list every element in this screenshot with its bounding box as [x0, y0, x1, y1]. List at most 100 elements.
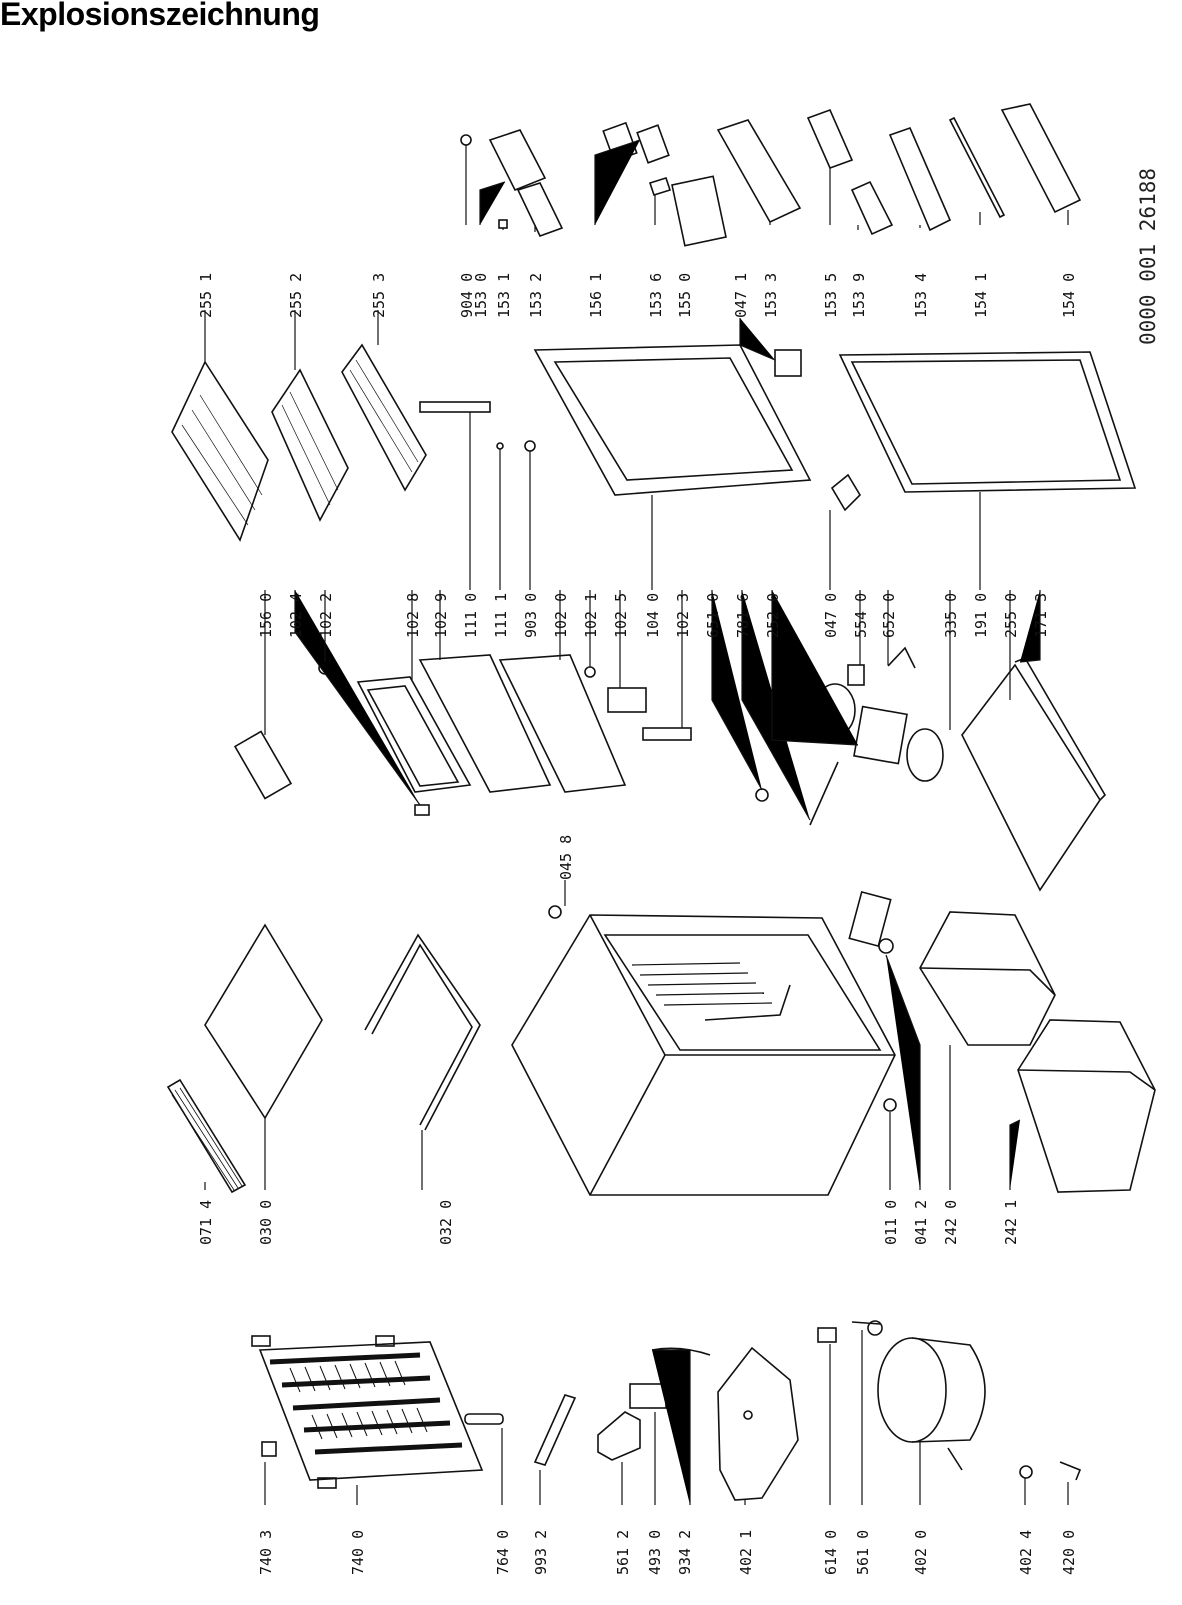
part-153-9-drawing — [850, 180, 894, 236]
part-904-0-drawing — [460, 134, 472, 146]
part-155-0-drawing — [671, 175, 727, 247]
part-label: 153 1 — [495, 273, 513, 318]
part-402-4-drawing — [1019, 1465, 1033, 1479]
part-label: 102 3 — [674, 593, 692, 638]
part-102-9-drawing — [418, 654, 552, 793]
cabinet-drawing — [511, 914, 897, 1196]
part-554-0-switch-drawing — [847, 664, 865, 686]
part-label: 154 1 — [972, 273, 990, 318]
part-label: 255 2 — [287, 273, 305, 318]
shelves-drawing — [171, 343, 427, 542]
part-111-1-drawing — [496, 442, 504, 450]
part-781-6-drawing — [809, 761, 839, 826]
part-label: 402 0 — [912, 1530, 930, 1575]
part-154-0-drawing — [1000, 103, 1082, 214]
part-label: 335 0 — [942, 593, 960, 638]
part-labels: 740 3 740 0 764 0 993 2 561 2 493 0 934 … — [197, 168, 1160, 1575]
part-153-2-drawing — [516, 182, 564, 237]
part-label: 102 5 — [612, 593, 630, 638]
part-label: 554 0 — [852, 593, 870, 638]
part-041-2-drawing — [848, 890, 892, 948]
part-label: 032 0 — [437, 1200, 455, 1245]
part-153-6-drawing — [648, 177, 672, 196]
part-label: 111 1 — [492, 593, 510, 638]
part-label: 102 1 — [582, 593, 600, 638]
part-764-0-drawing — [464, 1413, 504, 1425]
part-032-0-drawing — [364, 933, 481, 1131]
part-156-1-lid-drawing — [636, 124, 670, 164]
part-label: 402 1 — [737, 1530, 755, 1575]
part-label: 047 1 — [732, 273, 750, 318]
part-label: 153 4 — [912, 273, 930, 318]
part-label: 153 0 — [472, 273, 490, 318]
part-102-3-drawing — [642, 727, 692, 741]
part-label: 561 2 — [614, 1530, 632, 1575]
part-740-3-drawing — [261, 1441, 277, 1457]
part-label: 102 8 — [404, 593, 422, 638]
part-label: 102 4 — [287, 593, 305, 638]
part-154-1-drawing — [948, 116, 1006, 219]
part-label: 047 0 — [822, 593, 840, 638]
part-label: 102 0 — [552, 593, 570, 638]
part-102-5-drawing — [607, 687, 647, 713]
part-045-8-drawing — [548, 905, 562, 919]
part-903-0-drawing — [524, 440, 536, 452]
part-label: 242 1 — [1002, 1200, 1020, 1245]
part-label: 561 0 — [854, 1530, 872, 1575]
part-993-2-drawing — [533, 1394, 577, 1466]
part-label: 493 0 — [646, 1530, 664, 1575]
part-label: 934 2 — [676, 1530, 694, 1575]
part-label: 153 3 — [762, 273, 780, 318]
part-label: 781 6 — [734, 593, 752, 638]
part-label: 030 0 — [257, 1200, 275, 1245]
part-label: 191 0 — [972, 593, 990, 638]
part-label: 104 0 — [644, 593, 662, 638]
part-label: 102 2 — [317, 593, 335, 638]
part-255-0-drawing — [961, 663, 1101, 892]
part-102-4-drawing — [414, 804, 430, 816]
part-label: 651 0 — [704, 593, 722, 638]
part-191-0-drawing — [838, 351, 1137, 493]
part-label: 153 2 — [527, 273, 545, 318]
part-label: 155 0 — [676, 273, 694, 318]
part-402-1-drawing — [717, 1346, 799, 1501]
part-102-0-drawing — [498, 654, 627, 793]
part-label: 652 0 — [880, 593, 898, 638]
part-label: 402 4 — [1017, 1530, 1035, 1575]
part-153-3-drawing — [716, 119, 802, 224]
part-label: 111 0 — [462, 593, 480, 638]
part-label: 156 1 — [587, 273, 605, 318]
part-label: 255 3 — [370, 273, 388, 318]
part-label: 041 2 — [912, 1200, 930, 1245]
part-label: 903 0 — [522, 593, 540, 638]
part-652-0-drawing — [887, 646, 916, 669]
part-label: 171 3 — [1032, 593, 1050, 638]
part-651-0-drawing — [755, 788, 769, 802]
part-label: 156 0 — [257, 593, 275, 638]
document-number: 0000 001 26188 — [1136, 168, 1160, 345]
part-label: 071 4 — [197, 1200, 215, 1245]
evaporator-coil-drawing — [251, 1335, 484, 1489]
part-label: 255 0 — [1002, 593, 1020, 638]
page-title: Explosionszeichnung — [0, 0, 320, 32]
part-label: 252 0 — [764, 593, 782, 638]
part-label: 153 6 — [647, 273, 665, 318]
part-071-4-drawing — [166, 1078, 247, 1194]
part-561-2-drawing — [597, 1411, 641, 1461]
part-label: 614 0 — [822, 1530, 840, 1575]
part-242-1-drawing — [1017, 1019, 1156, 1193]
part-label: 153 5 — [822, 273, 840, 318]
part-label: 102 9 — [432, 593, 450, 638]
part-label: 420 0 — [1060, 1530, 1078, 1575]
part-156-0-drawing — [233, 730, 293, 800]
part-420-0-drawing — [1059, 1461, 1082, 1481]
part-drawings — [166, 103, 1156, 1501]
part-104-0-drawing — [533, 344, 812, 496]
part-171-3-drawing — [1014, 657, 1107, 801]
part-label: 740 0 — [349, 1530, 367, 1575]
part-label: 011 0 — [882, 1200, 900, 1245]
part-153-5-drawing — [806, 108, 854, 170]
part-493-0-drawing — [629, 1383, 667, 1409]
part-label: 154 0 — [1060, 273, 1078, 318]
